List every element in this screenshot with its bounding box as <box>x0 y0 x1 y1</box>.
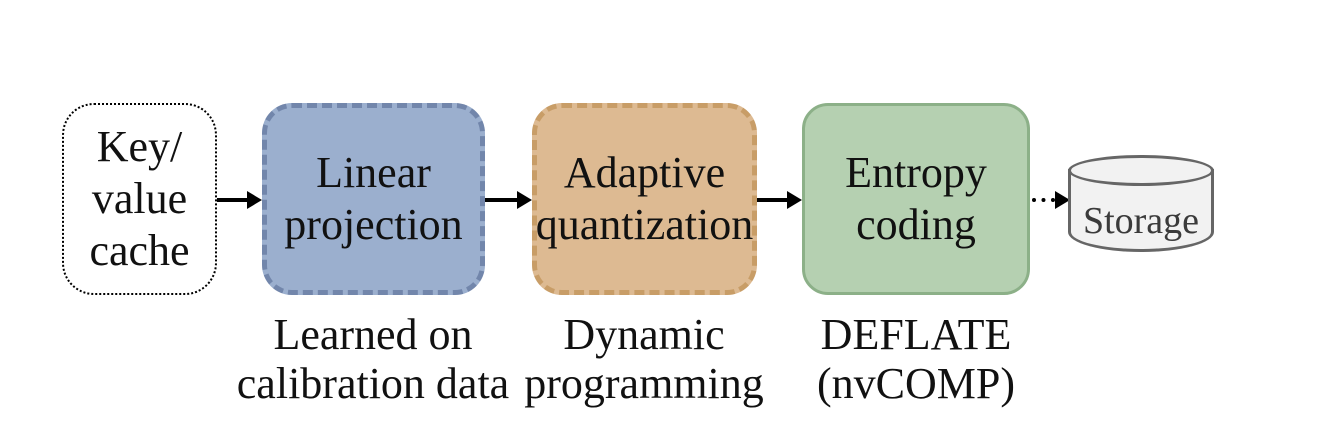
arrow-adaptive-to-entropy <box>757 188 802 212</box>
label-line: projection <box>284 200 463 249</box>
arrow-head-icon <box>517 191 532 209</box>
caption-line: Dynamic <box>563 310 725 359</box>
arrow-head-icon <box>787 191 802 209</box>
arrow-line <box>217 198 247 202</box>
label-line: quantization <box>535 200 754 249</box>
caption-line: DEFLATE <box>820 310 1012 359</box>
storage-cylinder-body-icon <box>1068 169 1214 252</box>
node-kv-cache: Key/ value cache <box>62 103 217 295</box>
caption-line: calibration data <box>236 359 510 408</box>
caption-line: programming <box>524 359 764 408</box>
caption-adaptive-quantization: Dynamic programming <box>474 310 814 408</box>
storage-label: Storage <box>1082 200 1200 242</box>
label-line: Adaptive <box>563 148 726 197</box>
label-line: cache <box>89 226 190 275</box>
node-storage: Storage <box>1068 155 1214 252</box>
label-line: coding <box>856 200 976 249</box>
arrow-kv-to-linear-projection <box>217 188 262 212</box>
arrow-head-icon <box>247 191 262 209</box>
node-adaptive-quantization-label: Adaptive quantization <box>536 147 754 251</box>
node-linear-projection: Linear projection <box>262 103 485 295</box>
arrow-linear-to-adaptive <box>485 188 532 212</box>
arrow-line <box>757 198 787 202</box>
caption-line: (nvCOMP) <box>816 359 1016 408</box>
storage-cylinder-top-icon <box>1068 155 1214 186</box>
caption-line: Learned on <box>273 310 473 359</box>
label-line: Key/ <box>96 122 183 171</box>
node-linear-projection-label: Linear projection <box>284 147 462 251</box>
caption-entropy-coding: DEFLATE (nvCOMP) <box>746 310 1086 408</box>
label-line: value <box>91 174 188 223</box>
arrow-line <box>485 198 517 202</box>
node-kv-cache-label: Key/ value cache <box>89 121 189 277</box>
arrow-entropy-to-storage <box>1032 188 1070 212</box>
node-entropy-coding-label: Entropy coding <box>845 147 987 251</box>
node-adaptive-quantization: Adaptive quantization <box>532 103 757 295</box>
arrow-head-icon <box>1055 191 1070 209</box>
arrow-line <box>1032 198 1055 202</box>
caption-linear-projection: Learned on calibration data <box>203 310 543 408</box>
label-line: Entropy <box>845 148 987 197</box>
label-line: Linear <box>316 148 431 197</box>
node-entropy-coding: Entropy coding <box>802 103 1030 295</box>
